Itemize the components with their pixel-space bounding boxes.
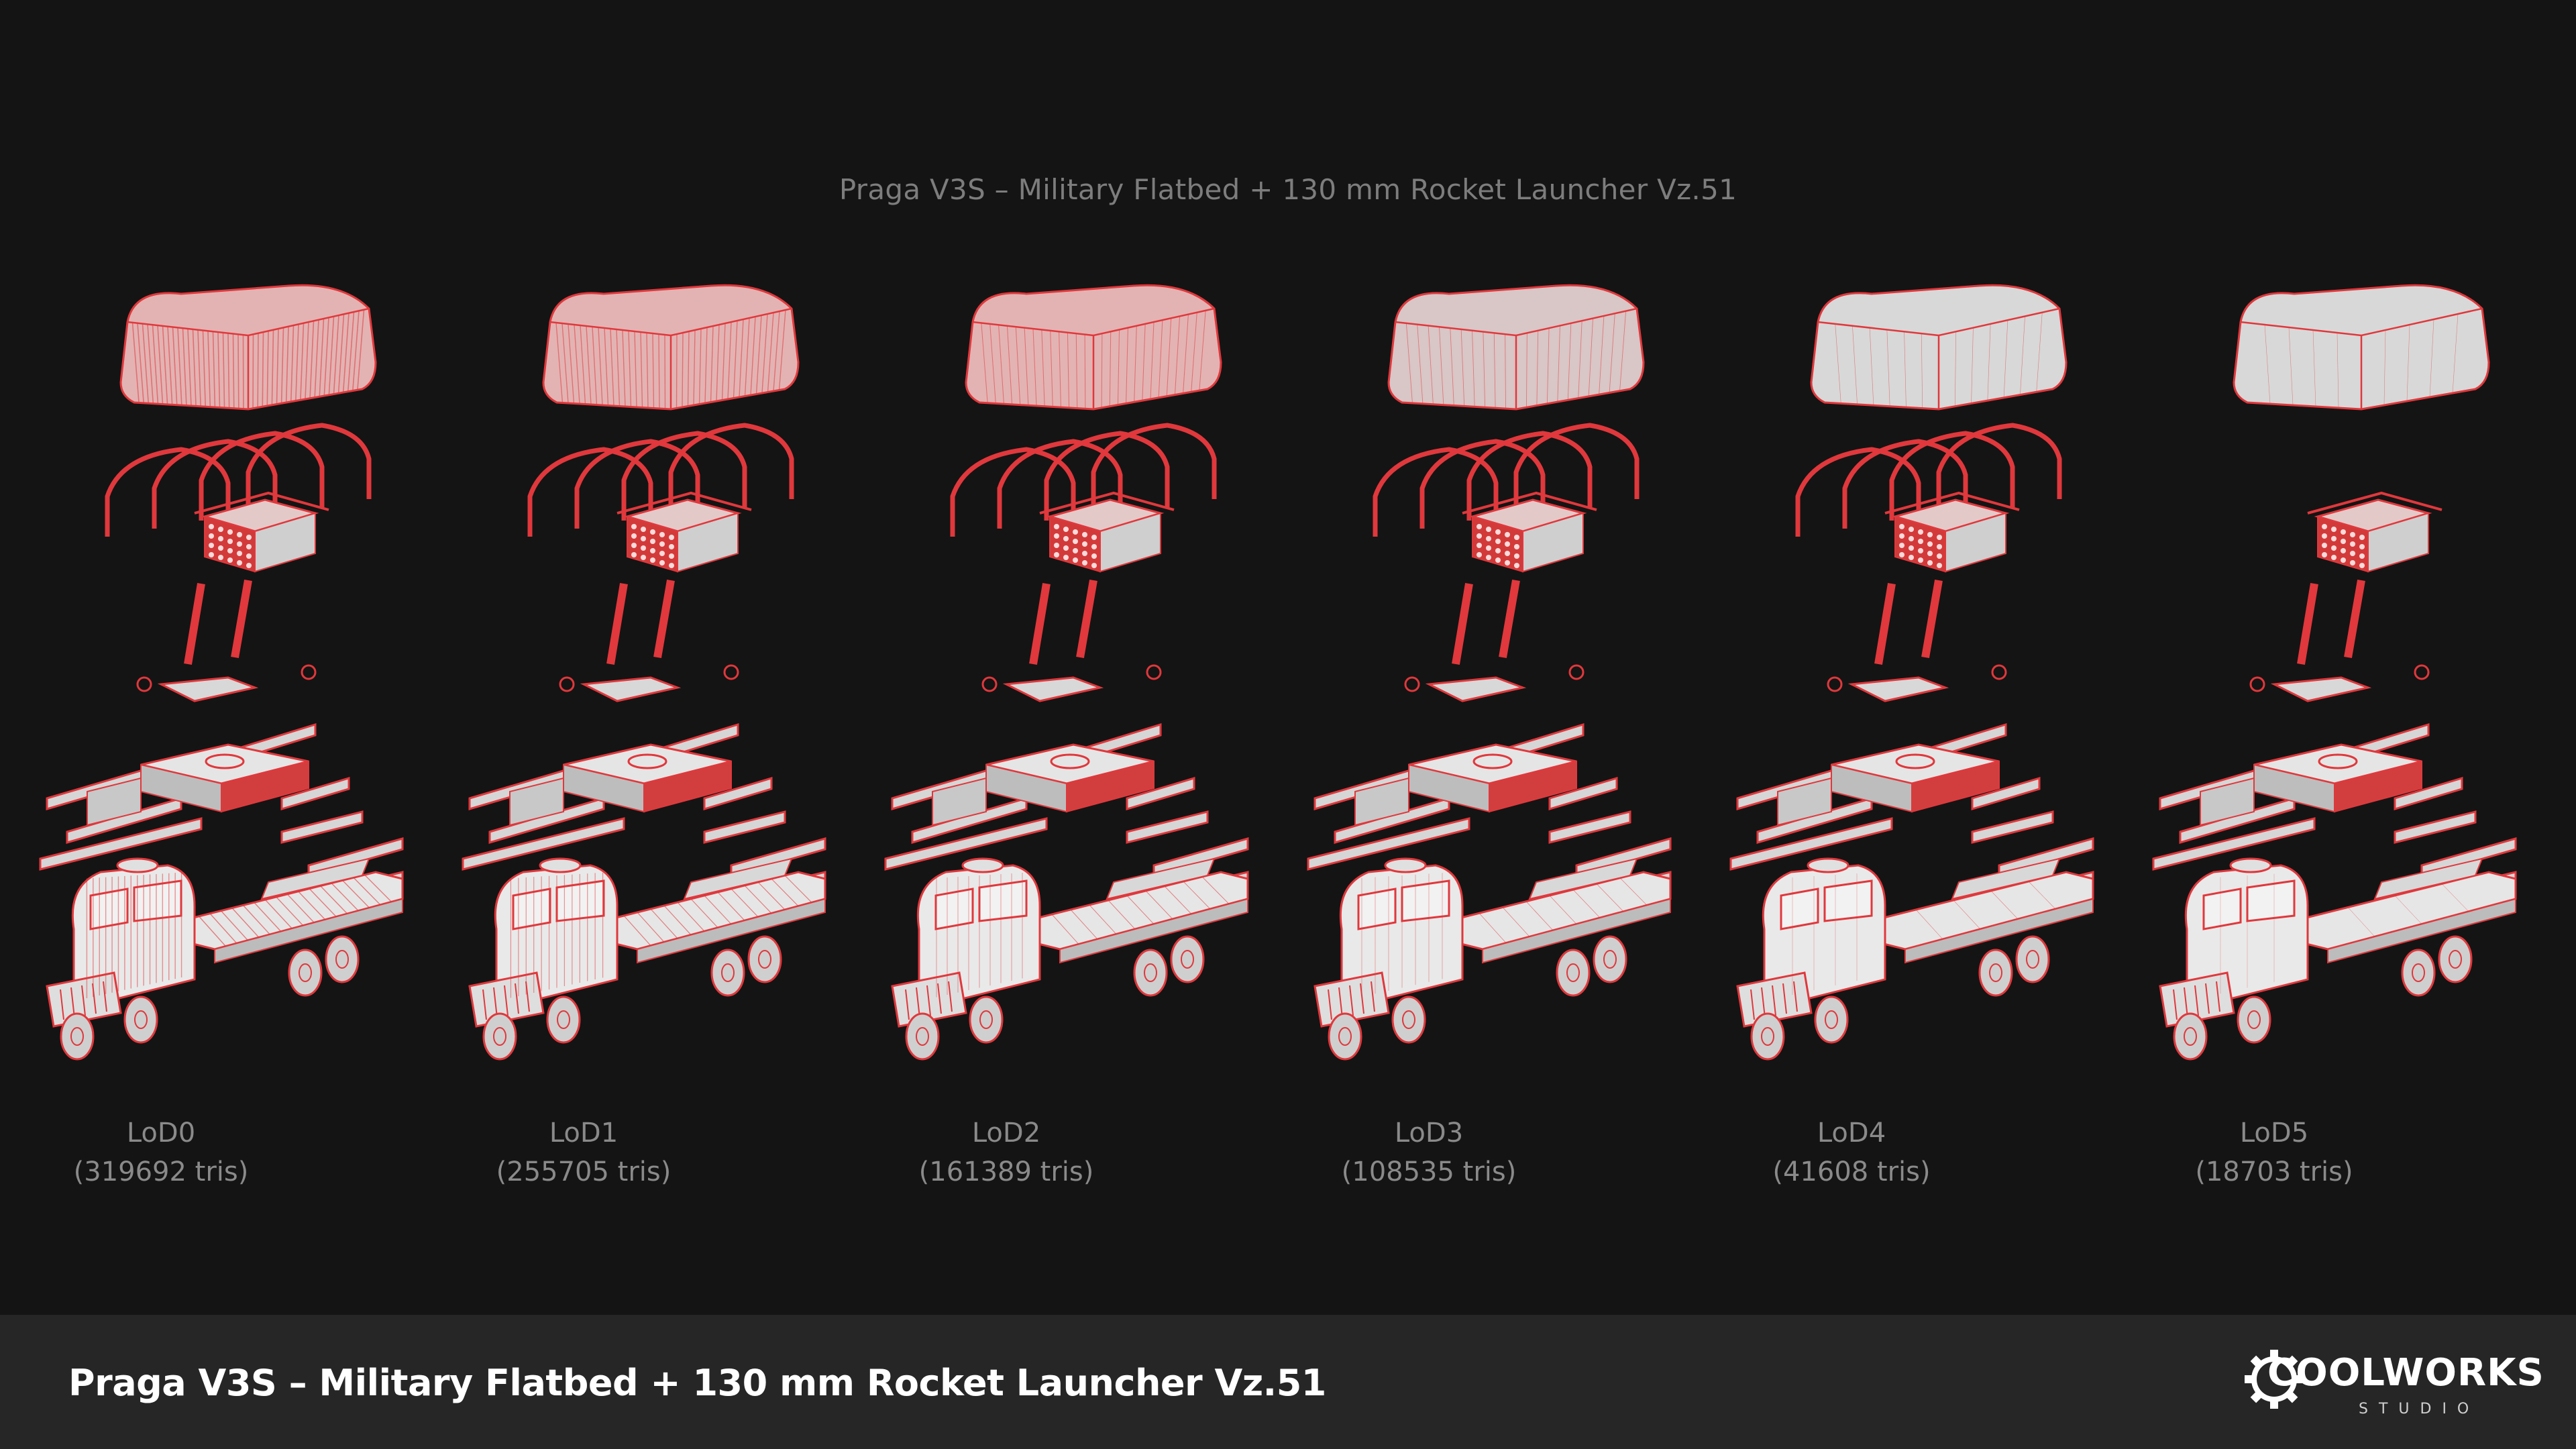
roof-bows <box>1373 423 1640 537</box>
truck-model-render <box>2152 284 2517 1061</box>
lod-tris-count: (18703 tris) <box>2195 1157 2353 1187</box>
rocket-launcher-pod <box>1462 491 1597 573</box>
truck-chassis <box>1736 857 2094 1061</box>
lod-name: LoD5 <box>2239 1118 2309 1148</box>
rocket-launcher-pod <box>616 491 752 573</box>
truck-chassis <box>468 857 826 1061</box>
gear-icon <box>2245 1350 2304 1409</box>
launcher-base <box>1777 743 2000 826</box>
lod-name: LoD2 <box>971 1118 1041 1148</box>
rocket-launcher-pod <box>1039 491 1175 573</box>
lod-tris-count: (41608 tris) <box>1772 1157 1931 1187</box>
launcher-mount <box>1827 579 2007 702</box>
truck-model-render <box>1729 284 2094 1061</box>
truck-model-render <box>884 284 1249 1061</box>
lod-column-2: LoD2 (161389 tris) <box>872 282 1288 1187</box>
launcher-mount <box>136 579 317 702</box>
truck-model-render <box>39 284 404 1061</box>
tarp-cover <box>119 284 377 411</box>
coolworks-logo: COOLWORKS STUDIO <box>2241 1342 2544 1422</box>
lod-tris-count: (255705 tris) <box>496 1157 672 1187</box>
rocket-launcher-pod <box>194 491 329 573</box>
truck-chassis <box>46 857 404 1061</box>
launcher-base <box>1354 743 1577 826</box>
launcher-mount <box>981 579 1162 702</box>
launcher-base <box>2200 743 2422 826</box>
lod-name: LoD3 <box>1394 1118 1464 1148</box>
truck-model-render <box>462 284 826 1061</box>
roof-bows <box>950 423 1217 537</box>
logo-sub: STUDIO <box>2359 1401 2480 1417</box>
lod-tris-count: (161389 tris) <box>918 1157 1094 1187</box>
launcher-base <box>87 743 309 826</box>
roof-bows <box>1795 423 2062 537</box>
launcher-mount <box>559 579 739 702</box>
logo-name: COOLWORKS <box>2267 1351 2544 1395</box>
footer-title: Praga V3S – Military Flatbed + 130 mm Ro… <box>68 1362 1326 1404</box>
launcher-mount <box>1404 579 1585 702</box>
lod-column-0: LoD0 (319692 tris) <box>27 282 443 1187</box>
lod-name: LoD0 <box>126 1118 196 1148</box>
truck-chassis <box>1313 857 1672 1061</box>
lod-name: LoD4 <box>1817 1118 1886 1148</box>
lod-column-5: LoD5 (18703 tris) <box>2140 282 2556 1187</box>
launcher-mount <box>2249 579 2430 702</box>
lod-name: LoD1 <box>549 1118 619 1148</box>
lod-column-3: LoD3 (108535 tris) <box>1295 282 1711 1187</box>
truck-chassis <box>891 857 1249 1061</box>
lod-column-4: LoD4 (41608 tris) <box>1717 282 2133 1187</box>
lod-column-1: LoD1 (255705 tris) <box>449 282 865 1187</box>
launcher-base <box>932 743 1155 826</box>
roof-bows <box>105 423 372 537</box>
tarp-cover <box>542 284 800 411</box>
roof-bows <box>527 423 794 537</box>
launcher-base <box>509 743 732 826</box>
truck-model-render <box>1307 284 1672 1061</box>
footer-bar: Praga V3S – Military Flatbed + 130 mm Ro… <box>0 1315 2576 1449</box>
tarp-cover <box>965 284 1222 411</box>
tarp-cover <box>1387 284 1645 411</box>
truck-chassis <box>2159 857 2517 1061</box>
render-stage: Praga V3S – Military Flatbed + 130 mm Ro… <box>27 173 2556 1187</box>
rocket-launcher-pod <box>1884 491 2020 573</box>
tarp-cover <box>2233 284 2490 411</box>
lod-tris-count: (108535 tris) <box>1341 1157 1517 1187</box>
lod-tris-count: (319692 tris) <box>73 1157 249 1187</box>
tarp-cover <box>1810 284 2068 411</box>
image-title: Praga V3S – Military Flatbed + 130 mm Ro… <box>839 173 1737 206</box>
rocket-launcher-pod <box>2307 491 2443 573</box>
